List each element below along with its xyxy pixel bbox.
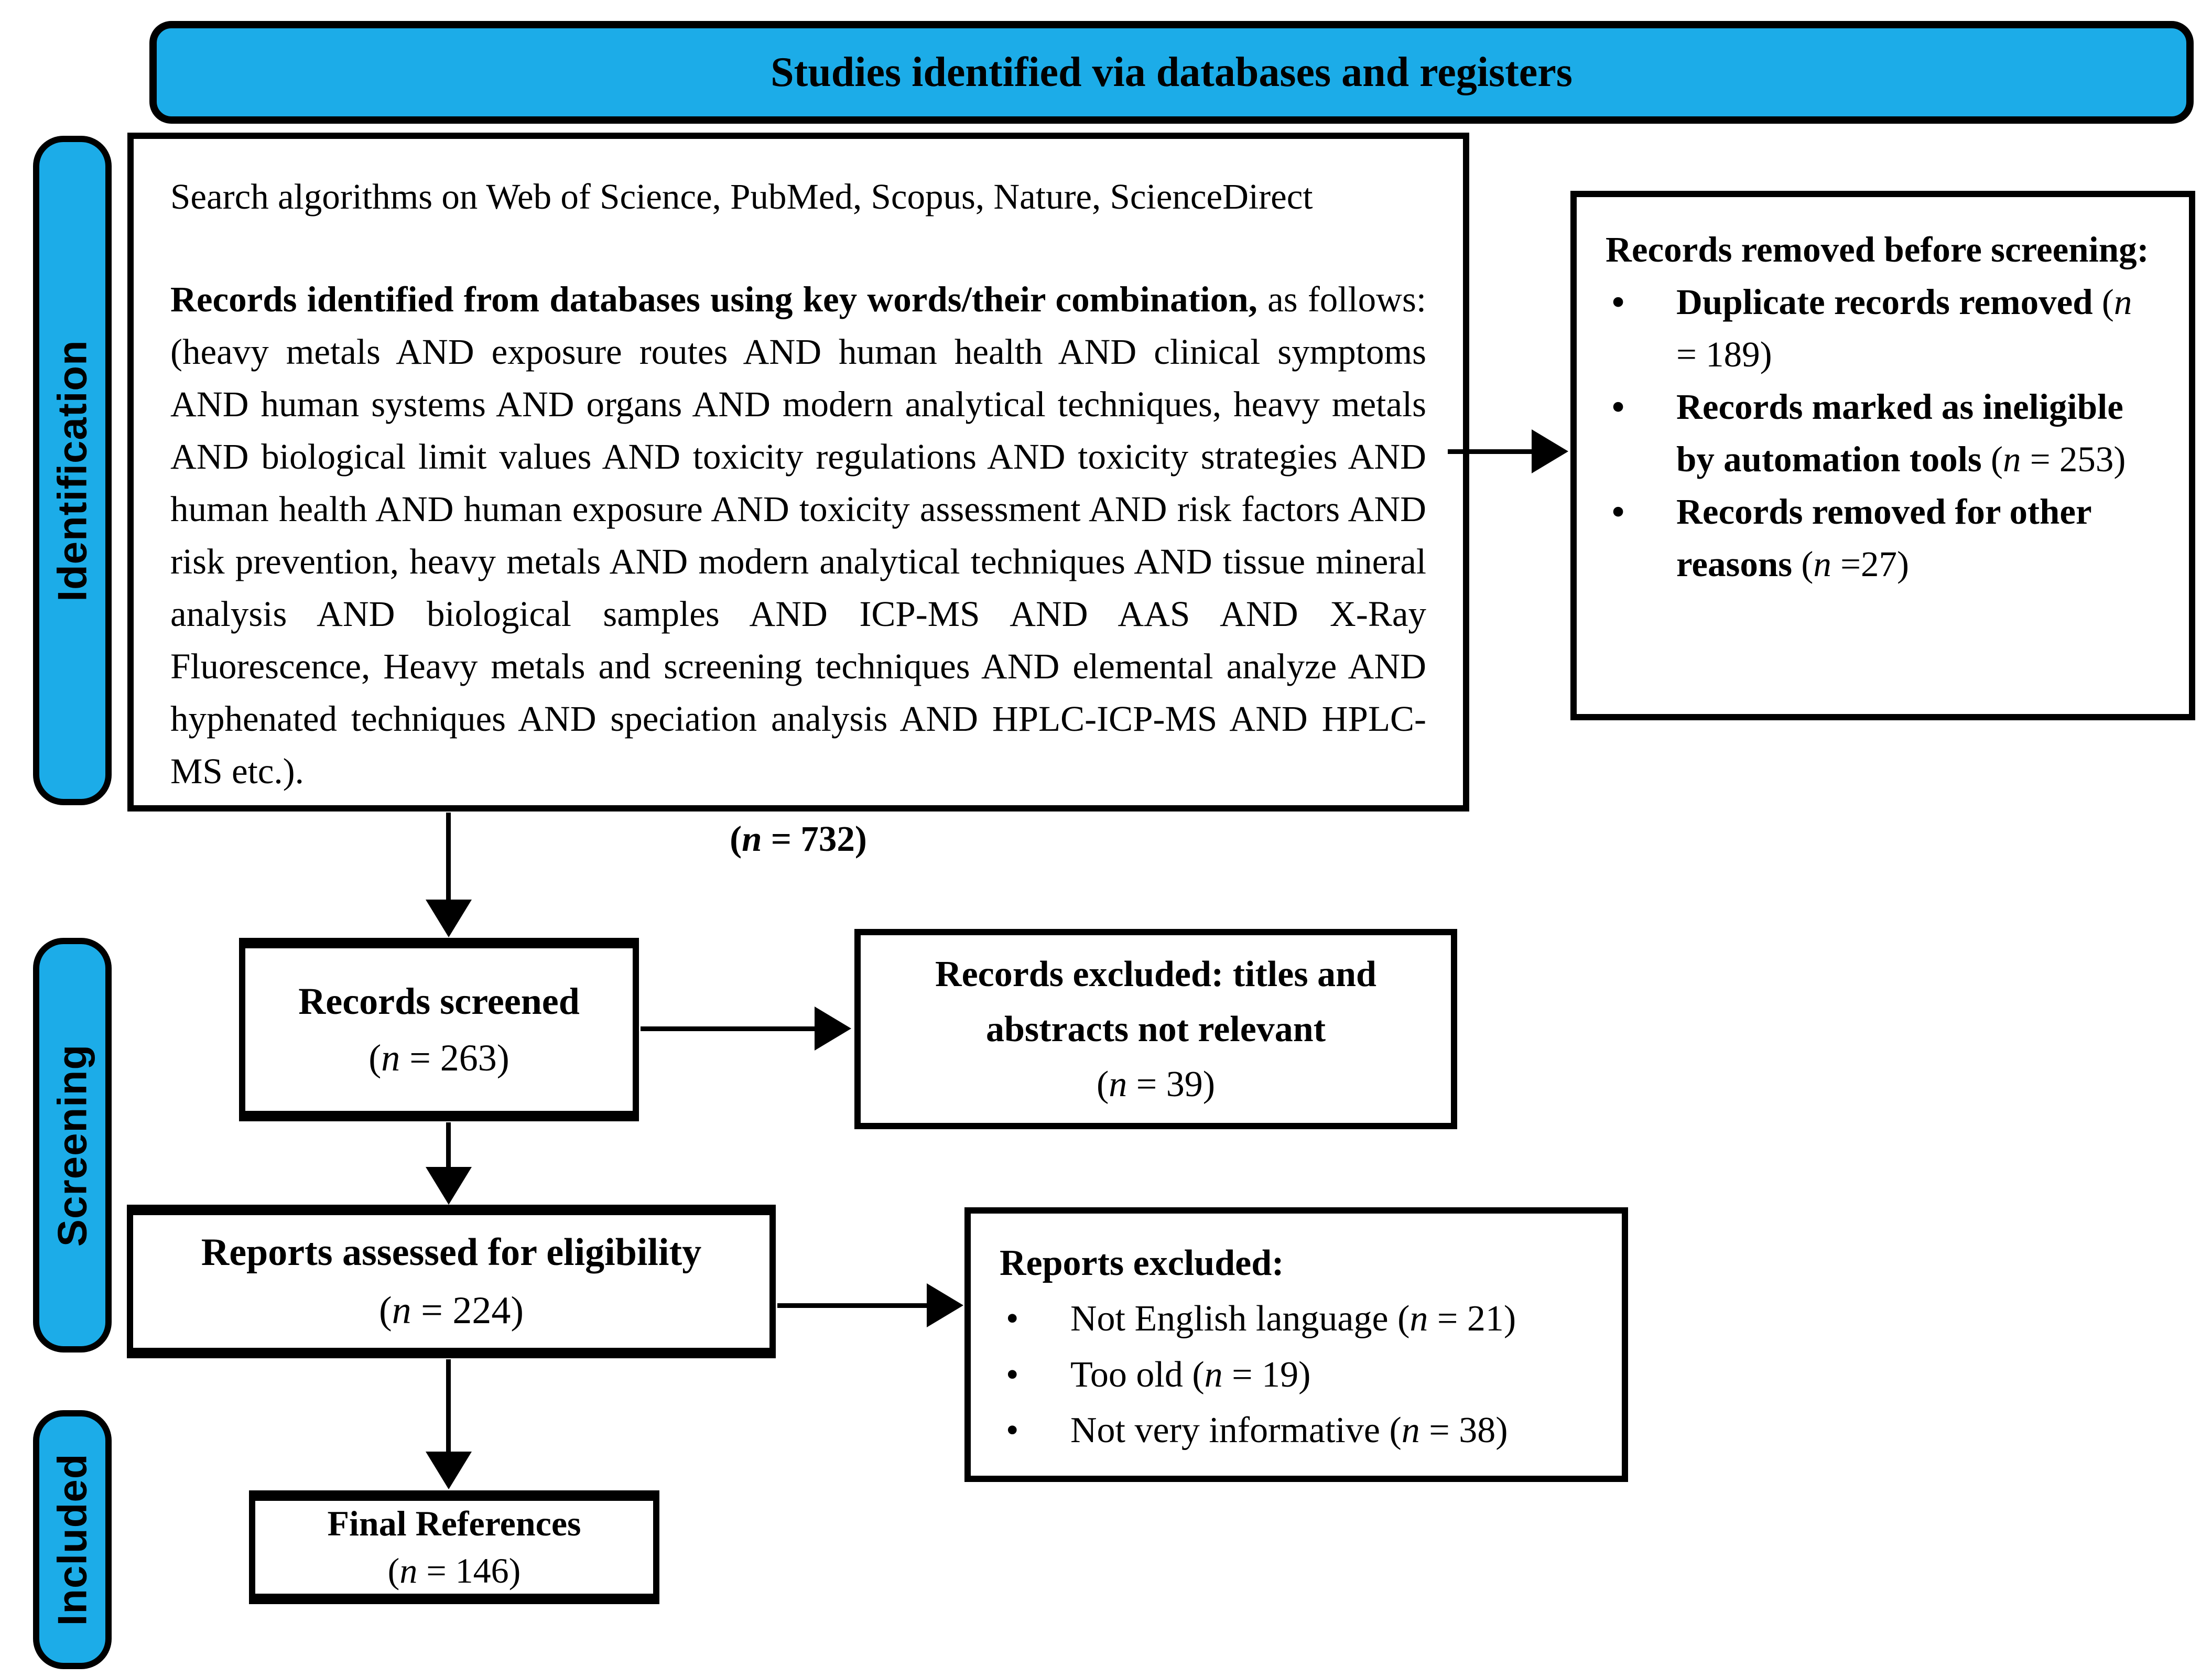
n-symbol: n — [2002, 439, 2021, 480]
records-identified-lead: Records identified from databases using … — [170, 279, 1257, 320]
records-excluded-line1: Records excluded: titles and — [935, 954, 1376, 994]
bullet-icon: • — [1612, 492, 1625, 532]
bullet-icon: • — [1006, 1410, 1019, 1451]
search-sources-line: Search algorithms on Web of Science, Pub… — [170, 177, 1313, 217]
stage-label-screening: Screening — [49, 1044, 95, 1247]
records-removed-list: •Duplicate records removed (n = 189) •Re… — [1606, 276, 2160, 590]
reports-assessed-box: Reports assessed for eligibility (n = 22… — [127, 1205, 776, 1358]
arrow-head-icon — [1532, 429, 1568, 473]
records-screened-box: Records screened (n = 263) — [239, 938, 639, 1121]
reports-excluded-title: Reports excluded: — [1000, 1243, 1284, 1283]
reports-assessed-count: (n = 224) — [378, 1289, 524, 1332]
arrow-shaft — [446, 813, 451, 903]
records-excluded-box: Records excluded: titles and abstracts n… — [854, 929, 1457, 1129]
n-symbol: n — [2113, 282, 2132, 322]
arrow-shaft — [1448, 449, 1536, 454]
arrow-head-icon — [815, 1007, 851, 1051]
stage-pill-identification: Identification — [33, 136, 112, 805]
bullet-icon: • — [1006, 1299, 1019, 1339]
n-symbol: n — [1204, 1354, 1223, 1395]
arrow-head-icon — [426, 1452, 472, 1489]
records-removed-box: Records removed before screening: •Dupli… — [1570, 191, 2195, 720]
arrow-head-icon — [426, 1167, 472, 1205]
records-screened-count: (n = 263) — [368, 1037, 509, 1079]
arrow-shaft — [641, 1026, 818, 1031]
arrow-shaft — [777, 1303, 930, 1308]
arrow-shaft — [446, 1359, 451, 1455]
list-item: •Not English language (n = 21) — [1000, 1291, 1593, 1347]
stage-pill-included: Included — [33, 1410, 112, 1669]
list-item: •Records marked as ineligible by automat… — [1606, 381, 2160, 485]
records-screened-label: Records screened — [298, 980, 580, 1022]
list-item: •Records removed for other reasons (n =2… — [1606, 485, 2160, 590]
reports-excluded-box: Reports excluded: •Not English language … — [964, 1207, 1628, 1482]
reports-assessed-label: Reports assessed for eligibility — [201, 1230, 702, 1274]
records-excluded-line2: abstracts not relevant — [985, 1009, 1326, 1050]
bullet-icon: • — [1006, 1354, 1019, 1395]
n-symbol: n — [381, 1037, 400, 1079]
stage-label-identification: Identification — [49, 339, 95, 602]
n-symbol: n — [1409, 1299, 1428, 1339]
stage-pill-screening: Screening — [33, 938, 112, 1353]
records-identified-body: as follows: (heavy metals AND exposure r… — [170, 279, 1427, 792]
records-excluded-count: (n = 39) — [1096, 1064, 1216, 1105]
n-symbol: n — [399, 1550, 418, 1591]
n-symbol: n — [1813, 544, 1831, 585]
bullet-icon: • — [1612, 282, 1625, 322]
list-item: •Not very informative (n = 38) — [1000, 1403, 1593, 1458]
n-symbol: n — [742, 818, 762, 859]
search-records-box: Search algorithms on Web of Science, Pub… — [127, 133, 1469, 859]
arrow-shaft — [446, 1122, 451, 1171]
n-symbol: n — [1109, 1064, 1127, 1105]
list-item: •Too old (n = 19) — [1000, 1347, 1593, 1403]
n-symbol: n — [392, 1289, 411, 1332]
arrow-head-icon — [426, 900, 472, 937]
records-identified-count: (n = 732) — [730, 818, 867, 859]
list-item: •Duplicate records removed (n = 189) — [1606, 276, 2160, 381]
n-symbol: n — [1401, 1410, 1420, 1451]
stage-label-included: Included — [49, 1453, 95, 1626]
records-identified-paragraph: Records identified from databases using … — [170, 273, 1426, 797]
banner-studies-identified: Studies identified via databases and reg… — [149, 21, 2194, 124]
final-references-label: Final References — [327, 1503, 581, 1543]
reports-excluded-list: •Not English language (n = 21) •Too old … — [1000, 1291, 1593, 1458]
bullet-icon: • — [1612, 387, 1625, 427]
final-references-count: (n = 146) — [387, 1550, 521, 1591]
banner-title: Studies identified via databases and reg… — [771, 49, 1573, 95]
arrow-head-icon — [927, 1283, 963, 1327]
final-references-box: Final References (n = 146) — [249, 1490, 659, 1604]
records-removed-title: Records removed before screening: — [1606, 230, 2149, 269]
